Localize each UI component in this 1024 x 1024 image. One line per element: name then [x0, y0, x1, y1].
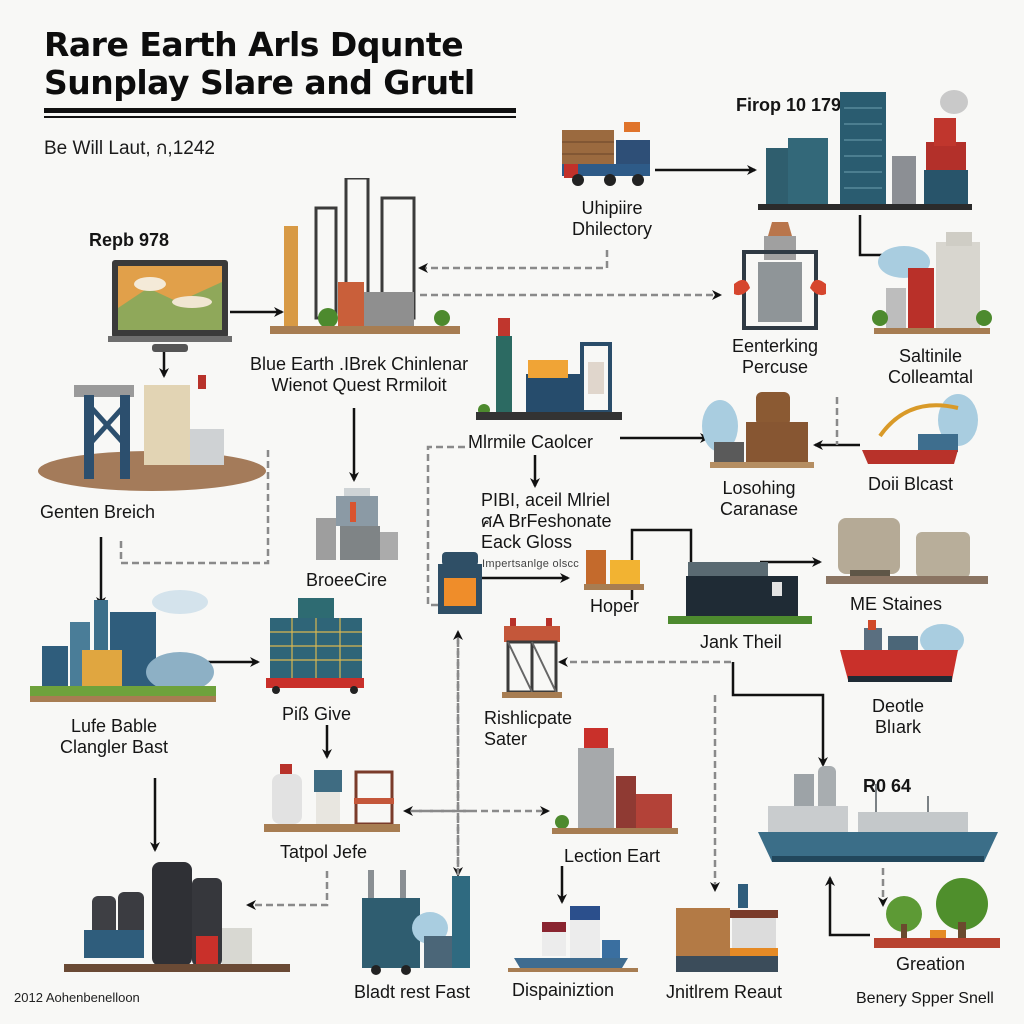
truck-label: Uhipiire Dhilectory — [572, 198, 653, 239]
drilling-towers-icon — [270, 178, 460, 334]
callout-top-right: Firop 10 179 — [736, 95, 842, 115]
monitor-landscape-icon — [108, 260, 232, 352]
column-label: Lection Eart — [564, 846, 661, 866]
blacktower-node[interactable] — [360, 866, 480, 978]
crusher-node[interactable] — [732, 222, 828, 332]
copper-tank-icon — [702, 392, 814, 468]
arrow-red-to-bigship — [731, 662, 828, 767]
gantry-crane-site-icon — [38, 375, 266, 491]
processing-ship-icon — [758, 766, 998, 862]
arrow-trees-to-bigship — [825, 876, 870, 937]
trees-label-line2: Benery Spper Snell — [856, 990, 994, 1007]
jank-node[interactable] — [668, 556, 812, 626]
tree-platform-icon — [874, 878, 1000, 948]
container-rack-icon — [266, 598, 364, 694]
mill-factory-icon — [476, 318, 622, 420]
silos-node[interactable] — [64, 862, 290, 974]
gantry-label: Genten Breich — [40, 502, 156, 522]
diagram-title-line1: Rare Earth Arls Dqunte — [44, 25, 464, 64]
cargo-truck-icon — [562, 122, 650, 186]
city-refinery-node[interactable] — [758, 88, 972, 212]
barge-plant-icon — [668, 562, 812, 624]
callout-left: Repb 978 — [89, 230, 170, 250]
processing-unit-icon — [316, 488, 398, 560]
mill-label: Mlrmile Caolcer — [468, 432, 594, 452]
trees-label-line1: Greation — [896, 954, 966, 974]
building-label: Jnitlrem Reaut — [666, 982, 783, 1002]
tank-label: Losohing Caranase — [720, 478, 799, 519]
column-node[interactable] — [552, 724, 678, 836]
reactor-node[interactable] — [436, 552, 484, 618]
dredger-label: Doii Blcast — [868, 474, 954, 494]
crusher-label: Eenterking Percuse — [732, 336, 819, 377]
city-refinery-icon — [758, 90, 972, 210]
building-node[interactable] — [672, 884, 782, 976]
diagram-title-line2: Sunplay Slare and Grutl — [44, 63, 475, 102]
blacktower-label: Bladt rest Fast — [354, 982, 471, 1002]
city-label: Lufe Bable Clangler Bast — [60, 716, 169, 757]
subtitle: Be Will Laut, ก,1242 — [44, 138, 215, 159]
frame-label: Rishlicpate Sater — [484, 708, 573, 749]
stainers-label: ME Staines — [850, 594, 943, 614]
brick-building-icon — [676, 884, 778, 972]
frame-node[interactable] — [500, 618, 564, 700]
towers-node[interactable] — [270, 178, 460, 338]
truck-node[interactable] — [560, 112, 652, 190]
blue-factory-icon — [362, 870, 470, 975]
barge-tanks-label: Dispainiztion — [512, 980, 615, 1000]
red-ship-label: Deotle Blıark — [872, 696, 925, 737]
jank-label: Jank Theil — [700, 632, 782, 652]
tank-node[interactable] — [700, 386, 824, 470]
hopper-icon — [584, 550, 644, 590]
towers-label: Blue Earth .IBrek Chinlenar Wienot Quest… — [250, 354, 469, 395]
broce-label: BroeeCire — [306, 570, 388, 590]
trees-node[interactable] — [874, 878, 1000, 950]
barge-tanks-node[interactable] — [508, 904, 638, 974]
industrial-city-icon — [30, 590, 216, 702]
hoper-label: Hoper — [590, 596, 640, 616]
steel-frame-icon — [502, 618, 562, 698]
big-ship-node[interactable] — [758, 766, 1000, 870]
red-ship-node[interactable] — [838, 618, 968, 688]
crusher-machine-icon — [734, 222, 826, 330]
reactor-vessel-icon — [438, 552, 482, 614]
vessels-icon — [264, 764, 400, 832]
dredger-node[interactable] — [858, 390, 982, 470]
vessels-label: Tatpol Jefe — [280, 842, 368, 862]
tank-barge-icon — [508, 906, 638, 972]
diagram-title-block: Rare Earth Arls Dqunte Sunplay Slare and… — [44, 26, 516, 118]
title-underline — [44, 108, 516, 113]
dredger-boat-icon — [862, 394, 978, 464]
distillation-column-icon — [552, 728, 678, 834]
gantry-node[interactable] — [34, 375, 266, 493]
stainers-node[interactable] — [826, 512, 988, 588]
process-description: PIBI, aceil Mlriel ศA BrFeshonate Eack G… — [481, 490, 612, 552]
storage-drums-icon — [826, 518, 988, 584]
silo-buildings-icon — [872, 232, 992, 334]
dark-silos-icon — [64, 862, 290, 972]
silo-town-node[interactable] — [872, 232, 992, 336]
vessels-node[interactable] — [262, 760, 402, 834]
red-ship-icon — [840, 620, 964, 682]
process-footnote: Impertsanlge olscc — [482, 558, 580, 570]
title-underline-thin — [44, 116, 516, 118]
monitor-node[interactable] — [108, 258, 232, 358]
broce-node[interactable] — [310, 488, 402, 564]
container-label: Piß Give — [282, 704, 352, 724]
mill-node[interactable] — [476, 314, 622, 422]
silo-town-label: Saltinile Colleamtal — [888, 346, 974, 387]
footer-note: 2012 Aohenbenelloon — [14, 990, 140, 1005]
container-node[interactable] — [262, 598, 368, 694]
city-node[interactable] — [30, 586, 216, 704]
hoper-node[interactable] — [584, 540, 644, 592]
